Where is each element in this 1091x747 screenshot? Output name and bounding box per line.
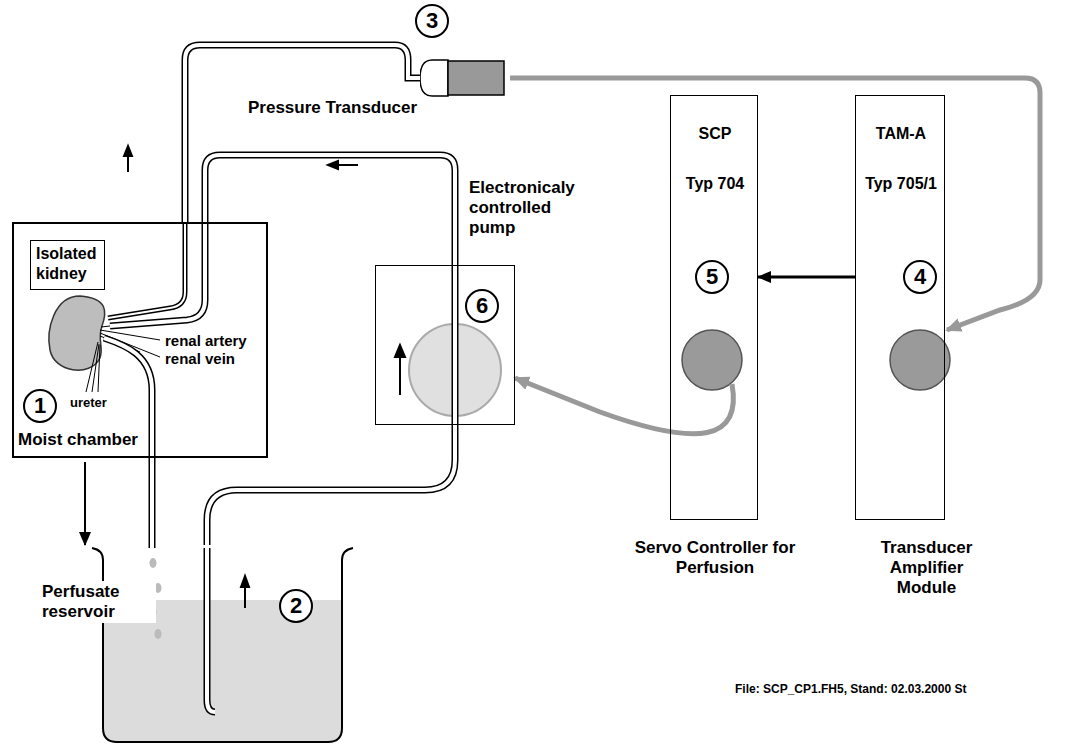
part-label: ureter [70, 395, 107, 410]
perfusion-tube [207, 425, 455, 545]
signal-arrow [515, 378, 733, 434]
transducer-shape [420, 58, 510, 98]
pump-tube [452, 265, 459, 425]
pressure-transducer: Pressure Transducer [420, 58, 510, 98]
drop [150, 558, 157, 568]
callout-number: 2 [279, 589, 313, 623]
node-text: Perfusate reservoir [40, 581, 156, 623]
node-text: Typ 705/1 [856, 174, 946, 194]
node-text: Transducer Amplifier Module [869, 538, 984, 598]
callout-number: 4 [903, 260, 937, 294]
tube-in-reservoir [207, 548, 215, 712]
module-box: TAM-ATyp 705/1Transducer Amplifier Modul… [855, 95, 945, 520]
pump-box: Electronicaly controlled pump [375, 265, 515, 425]
perfusion-tube [185, 45, 420, 222]
drop [155, 629, 162, 639]
perfusion-tube [205, 155, 455, 265]
tube-in-reservoir-inner [207, 548, 215, 712]
label-box: Isolated kidney [30, 240, 105, 290]
node-text: SCP [671, 124, 759, 144]
signal-arrow [758, 277, 855, 278]
pump-tube-inner [453, 265, 457, 425]
signal-arrow [85, 462, 86, 545]
reservoir: Perfusate reservoir [95, 545, 353, 745]
flow-arrows [124, 146, 405, 608]
knob [890, 330, 950, 390]
node-text: Typ 704 [671, 174, 759, 194]
node-text: Servo Controller for Perfusion [630, 538, 800, 578]
callout-number: 1 [23, 389, 57, 423]
node-text: Electronicaly controlled pump [469, 178, 589, 238]
callout-number: 3 [415, 4, 449, 38]
module-box: SCPTyp 704Servo Controller for Perfusion [670, 95, 758, 520]
callout-number: 5 [695, 260, 729, 294]
beaker-outline [92, 548, 353, 742]
part-label: File: SCP_CP1.FH5, Stand: 02.03.2000 St [735, 682, 966, 696]
callout-number: 6 [465, 289, 499, 323]
node-text: TAM-A [856, 124, 946, 144]
knob [682, 330, 742, 390]
signal-arrow [510, 78, 1040, 330]
part-label: renal artery [165, 332, 247, 349]
node-text: Isolated kidney [31, 241, 101, 287]
pressure-line [108, 222, 185, 318]
pressure-line-inner [108, 222, 185, 318]
node-text: Moist chamber [18, 430, 138, 450]
node-text: Pressure Transducer [248, 98, 417, 118]
part-label: renal vein [165, 350, 235, 367]
